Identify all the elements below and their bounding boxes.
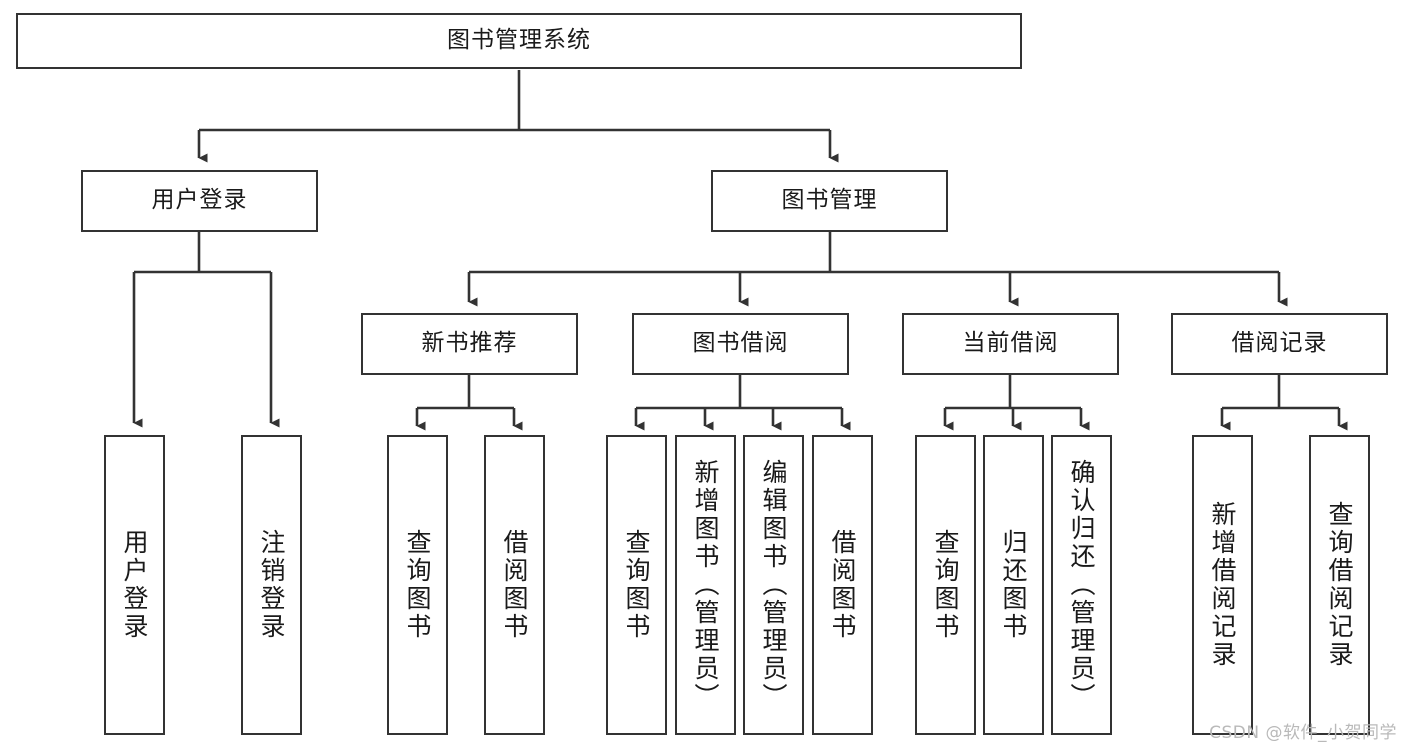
leaf-bookborrow-query-books[interactable]: 查询图书 xyxy=(606,435,667,735)
leaf-borrowrecord-query-record[interactable]: 查询借阅记录 xyxy=(1309,435,1370,735)
node-label: 新增图书（管理员） xyxy=(691,459,720,711)
node-label: 图书管理系统 xyxy=(447,27,591,54)
leaf-borrowrecord-add-record[interactable]: 新增借阅记录 xyxy=(1192,435,1253,735)
node-borrowing-record[interactable]: 借阅记录 xyxy=(1171,313,1388,375)
node-label: 借阅图书 xyxy=(828,529,857,641)
leaf-logout[interactable]: 注销登录 xyxy=(241,435,302,735)
node-label: 查询图书 xyxy=(931,529,960,641)
leaf-currentborrow-return-books[interactable]: 归还图书 xyxy=(983,435,1044,735)
leaf-newbook-query-books[interactable]: 查询图书 xyxy=(387,435,448,735)
node-label: 图书借阅 xyxy=(692,330,789,357)
node-label: 查询图书 xyxy=(622,529,651,641)
node-label: 新书推荐 xyxy=(421,330,518,357)
node-label: 用户登录 xyxy=(120,529,149,641)
node-current-borrowing[interactable]: 当前借阅 xyxy=(902,313,1119,375)
leaf-bookborrow-borrow-books[interactable]: 借阅图书 xyxy=(812,435,873,735)
node-label: 注销登录 xyxy=(257,529,286,641)
leaf-newbook-borrow-books[interactable]: 借阅图书 xyxy=(484,435,545,735)
leaf-currentborrow-query-books[interactable]: 查询图书 xyxy=(915,435,976,735)
node-user-login[interactable]: 用户登录 xyxy=(81,170,318,232)
node-label: 借阅记录 xyxy=(1231,330,1328,357)
node-label: 查询借阅记录 xyxy=(1325,501,1354,669)
node-label: 归还图书 xyxy=(999,529,1028,641)
leaf-user-login[interactable]: 用户登录 xyxy=(104,435,165,735)
node-label: 编辑图书（管理员） xyxy=(759,459,788,711)
leaf-currentborrow-confirm-return-admin[interactable]: 确认归还（管理员） xyxy=(1051,435,1112,735)
node-book-management[interactable]: 图书管理 xyxy=(711,170,948,232)
node-label: 借阅图书 xyxy=(500,529,529,641)
node-label: 用户登录 xyxy=(151,187,248,214)
node-new-book-recommendation[interactable]: 新书推荐 xyxy=(361,313,578,375)
node-book-borrowing[interactable]: 图书借阅 xyxy=(632,313,849,375)
node-root-book-management-system[interactable]: 图书管理系统 xyxy=(16,13,1022,69)
leaf-bookborrow-add-book-admin[interactable]: 新增图书（管理员） xyxy=(675,435,736,735)
csdn-watermark: CSDN @软件_小贺同学 xyxy=(1209,723,1397,743)
node-label: 查询图书 xyxy=(403,529,432,641)
node-label: 确认归还（管理员） xyxy=(1067,459,1096,711)
node-label: 图书管理 xyxy=(781,187,878,214)
node-label: 新增借阅记录 xyxy=(1208,501,1237,669)
node-label: 当前借阅 xyxy=(962,330,1059,357)
leaf-bookborrow-edit-book-admin[interactable]: 编辑图书（管理员） xyxy=(743,435,804,735)
